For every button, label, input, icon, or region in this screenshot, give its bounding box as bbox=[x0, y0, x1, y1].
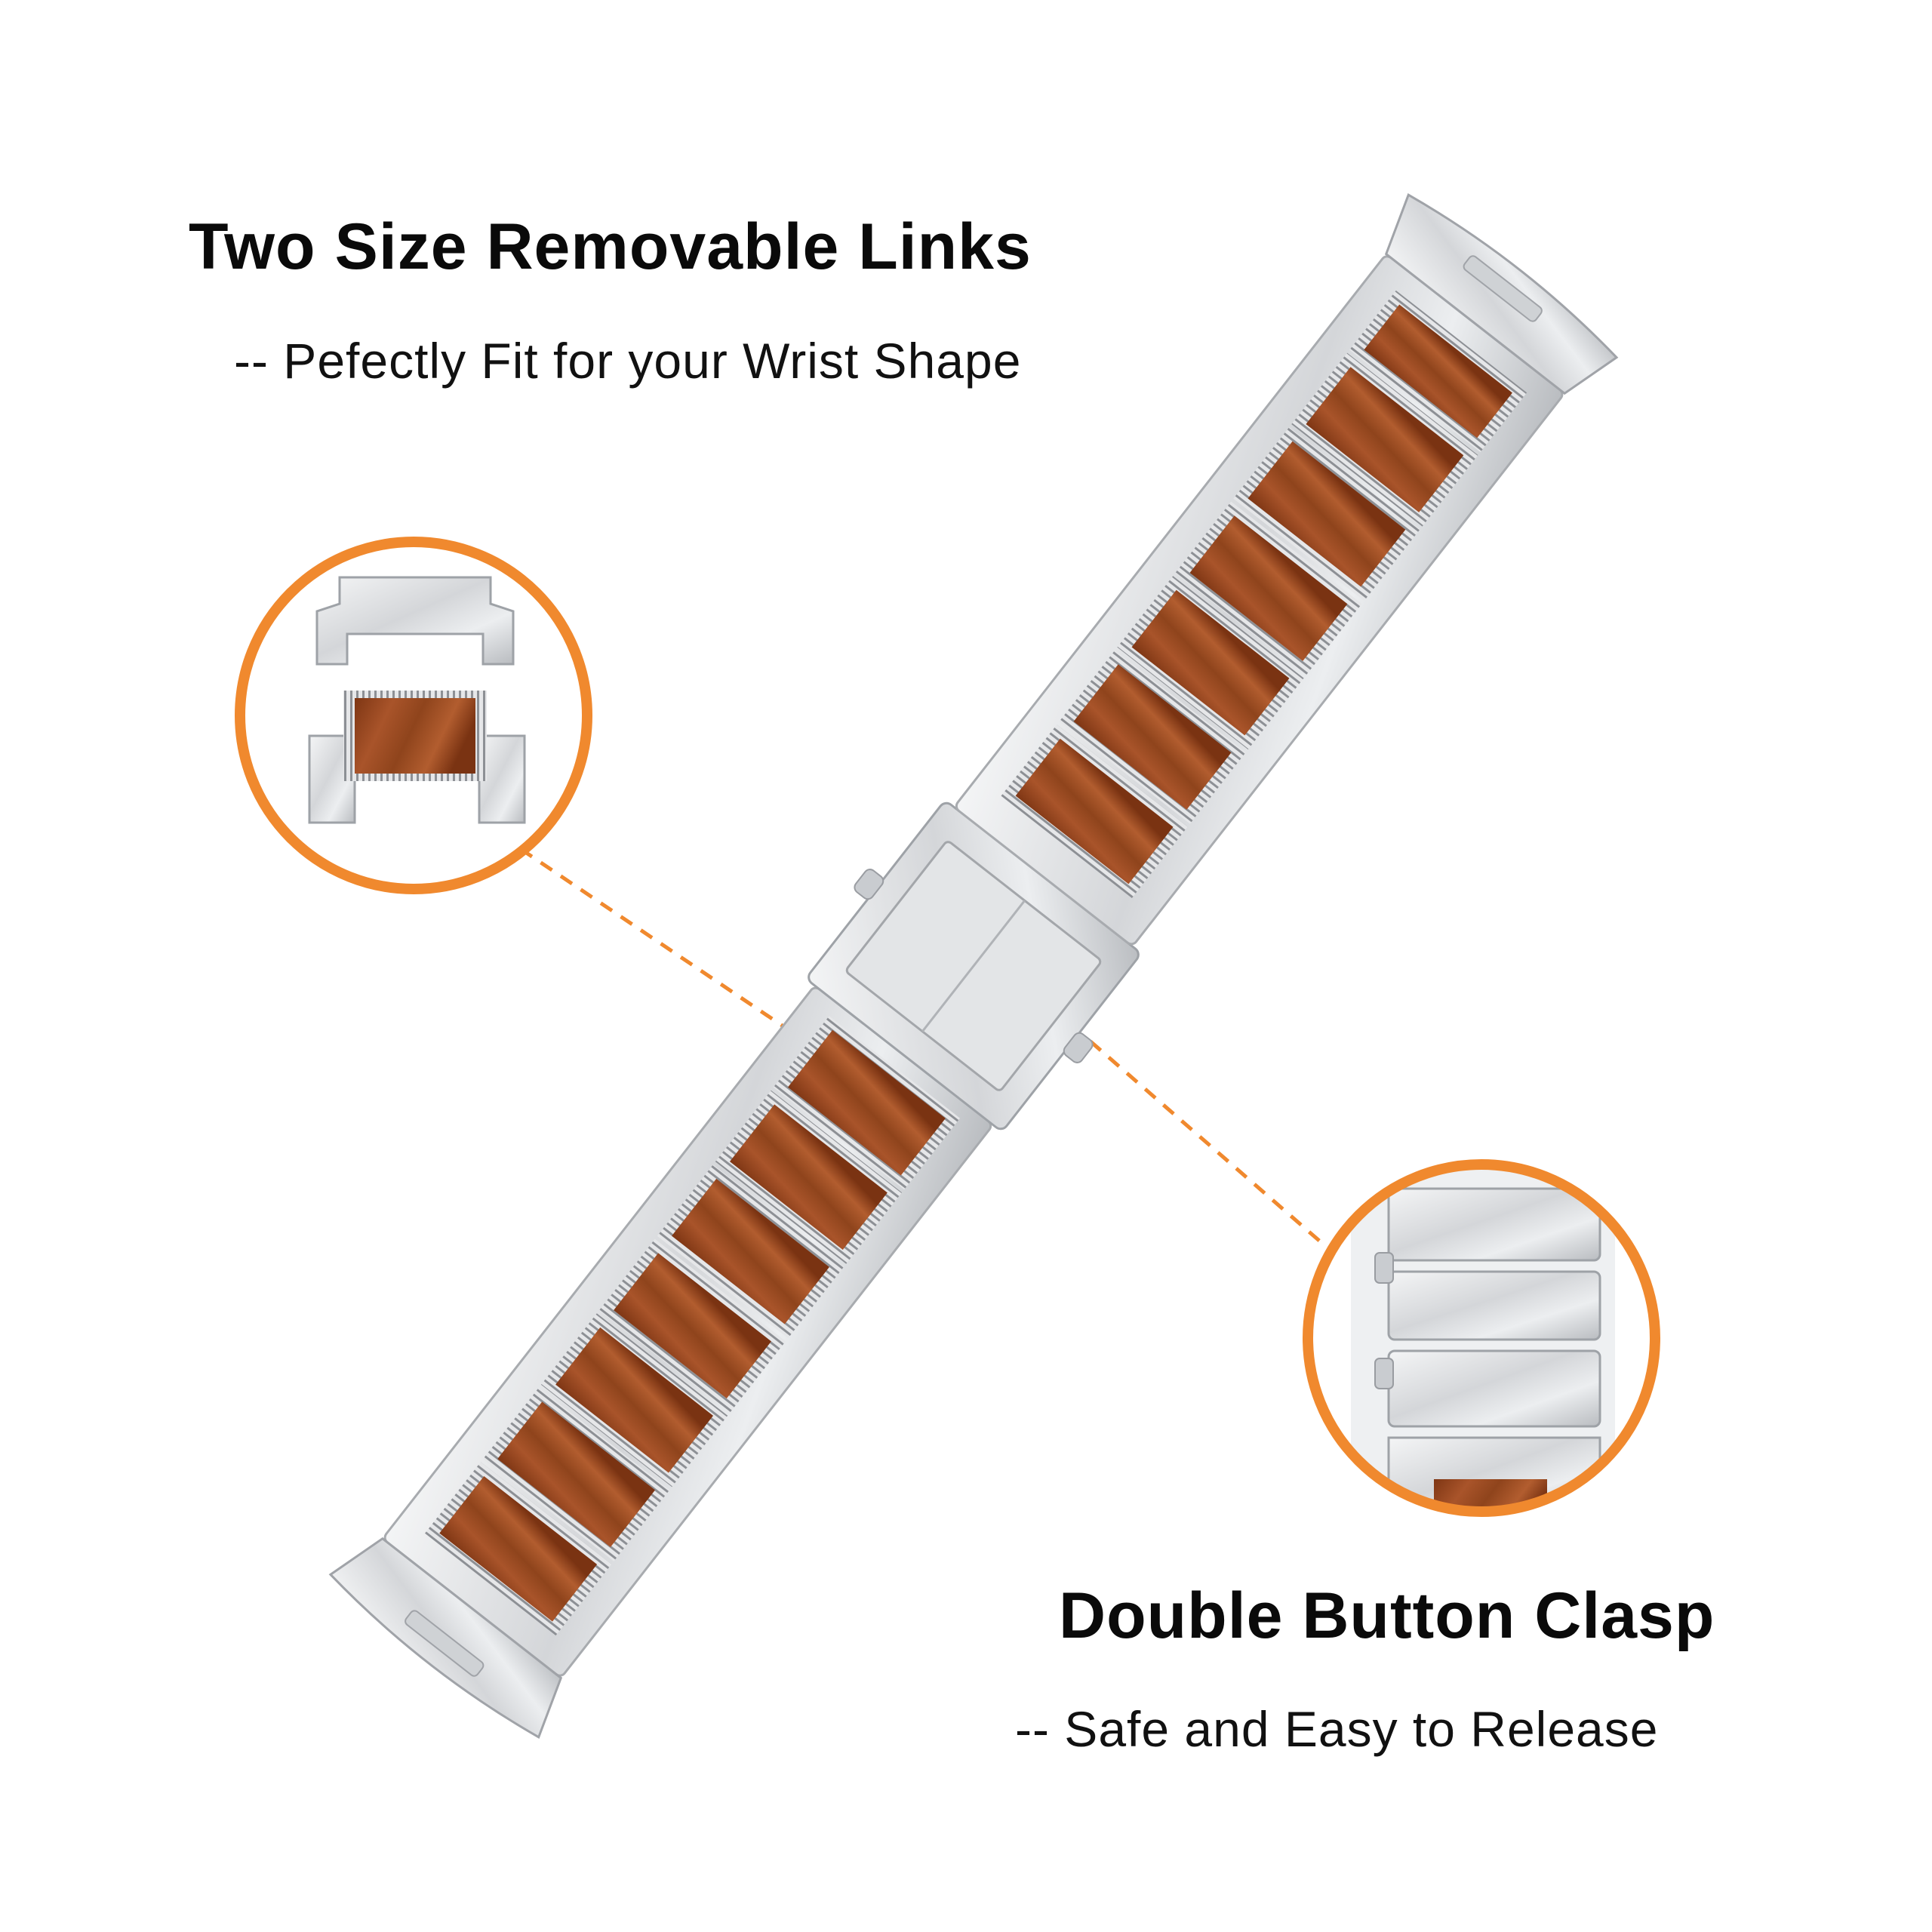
link-detail-icon bbox=[235, 537, 592, 894]
clasp-title: Double Button Clasp bbox=[1059, 1580, 1715, 1652]
links-subtitle: -- Pefectly Fit for your Wrist Shape bbox=[234, 333, 1022, 389]
leader-line-links bbox=[519, 847, 813, 1048]
removable-link-top bbox=[315, 576, 515, 666]
removable-link-bottom bbox=[308, 691, 526, 824]
wood-inlays-upper bbox=[1001, 290, 1527, 899]
clasp-detail-button-2 bbox=[1374, 1358, 1394, 1389]
watch-band bbox=[328, 192, 1619, 1740]
connector-top bbox=[1384, 192, 1619, 395]
clasp-button-bottom bbox=[1063, 1032, 1094, 1063]
links-title: Two Size Removable Links bbox=[189, 211, 1032, 283]
clasp-detail-icon bbox=[1303, 1159, 1660, 1517]
leader-line-clasp bbox=[1089, 1040, 1326, 1247]
connector-bottom bbox=[328, 1537, 563, 1740]
clasp-detail-button-1 bbox=[1374, 1252, 1394, 1284]
band-links-upper bbox=[955, 255, 1564, 946]
clasp-subtitle: -- Safe and Easy to Release bbox=[1015, 1701, 1659, 1757]
band-links-lower bbox=[383, 986, 992, 1677]
wood-inlays-lower bbox=[425, 1016, 961, 1636]
clasp-button-top bbox=[854, 869, 884, 900]
clasp bbox=[808, 801, 1140, 1131]
